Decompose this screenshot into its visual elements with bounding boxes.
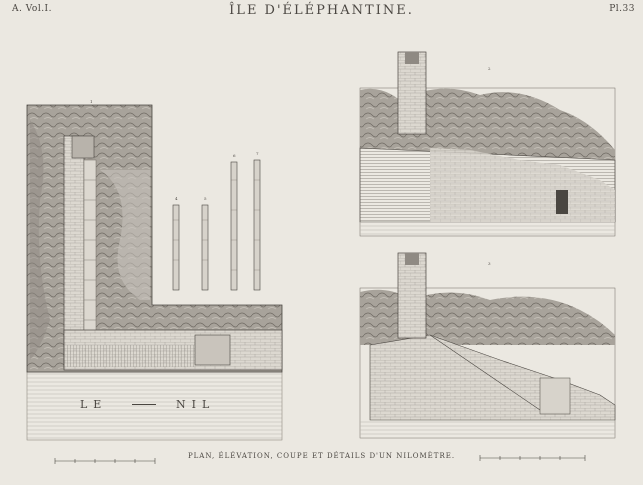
scale-bar-right <box>479 455 586 461</box>
river-label-word-1: LE <box>80 398 108 411</box>
volume-label: A. Vol.I. <box>12 4 52 14</box>
figure-number-2: 2 <box>488 66 491 71</box>
scale-bar-left <box>54 458 156 464</box>
figure-scale-columns <box>172 159 261 291</box>
figure-number-6: 6 <box>233 153 236 158</box>
river-label-dash <box>132 404 156 405</box>
figure-number-7: 7 <box>256 151 259 156</box>
figure-number-1: 1 <box>90 99 93 104</box>
figure-number-3: 3 <box>488 261 491 266</box>
plate-caption: PLAN, ÉLÉVATION, COUPE ET DÉTAILS D'UN N… <box>187 452 456 460</box>
river-label-word-2: NIL <box>176 398 216 411</box>
figure-elevation <box>359 51 616 237</box>
figure-plan <box>26 104 283 441</box>
figure-section <box>359 252 616 439</box>
plate-number: Pl.33 <box>609 4 635 14</box>
plate-title: ÎLE D'ÉLÉPHANTINE. <box>229 3 414 18</box>
figure-number-4: 4 <box>175 196 178 201</box>
figure-number-5: 5 <box>204 196 207 201</box>
